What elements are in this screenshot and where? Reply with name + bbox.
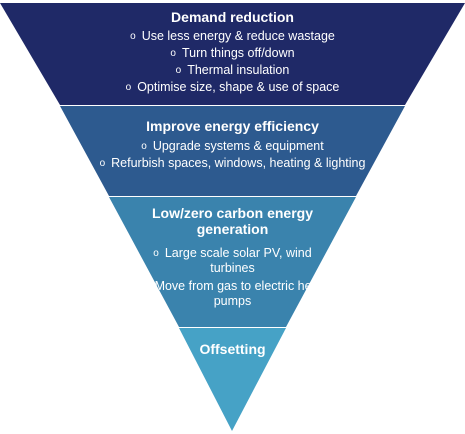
bullet-text: Thermal insulation [187, 63, 290, 77]
bullet-circle-icon: o [99, 158, 106, 169]
tier-offsetting: Offsetting [165, 341, 300, 357]
bullet-text: Large scale solar PV, wind turbines [164, 246, 312, 275]
bullet-text: Optimise size, shape & use of space [137, 80, 340, 94]
tier-title: Improve energy efficiency [146, 118, 319, 134]
tier-low-zero-carbon-generation: Low/zero carbon energy generation o Large… [140, 205, 325, 309]
bullet-item: o Large scale solar PV, wind turbines [140, 246, 325, 276]
bullet-item: o Thermal insulation [60, 62, 405, 79]
tier-carbon-generation-band [109, 197, 356, 327]
bullet-item: o Move from gas to electric heat pumps [140, 279, 325, 309]
bullet-item: o Refurbish spaces, windows, heating & li… [95, 155, 370, 172]
tier-title: Offsetting [199, 341, 266, 357]
tier-demand-reduction-band [0, 3, 465, 105]
bullet-item: o Turn things off/down [60, 45, 405, 62]
bullet-text: Refurbish spaces, windows, heating & lig… [111, 156, 366, 170]
tier-energy-efficiency-band [60, 106, 405, 196]
bullet-circle-icon: o [130, 31, 136, 42]
bullet-text: Use less energy & reduce wastage [141, 29, 335, 43]
bullet-circle-icon: o [125, 82, 132, 93]
tier-title: Low/zero carbon energy generation [151, 205, 314, 237]
bullet-circle-icon: o [175, 65, 182, 76]
bullet-text: Move from gas to electric heat pumps [154, 279, 322, 308]
bullet-item: o Upgrade systems & equipment [95, 138, 370, 155]
bullet-text: Upgrade systems & equipment [152, 139, 324, 153]
tier-demand-reduction: Demand reduction o Use less energy & redu… [60, 9, 405, 96]
bullet-item: o Optimise size, shape & use of space [60, 79, 405, 96]
bullet-circle-icon: o [143, 281, 149, 292]
bullet-item: o Use less energy & reduce wastage [60, 28, 405, 45]
tier-improve-energy-efficiency: Improve energy efficiency o Upgrade syste… [95, 118, 370, 172]
tier-title: Demand reduction [171, 9, 294, 25]
bullet-text: Turn things off/down [181, 46, 295, 60]
bullet-circle-icon: o [170, 48, 176, 59]
bullet-circle-icon: o [141, 141, 147, 152]
tier-offsetting-band [179, 328, 286, 431]
bullet-circle-icon: o [153, 248, 159, 259]
